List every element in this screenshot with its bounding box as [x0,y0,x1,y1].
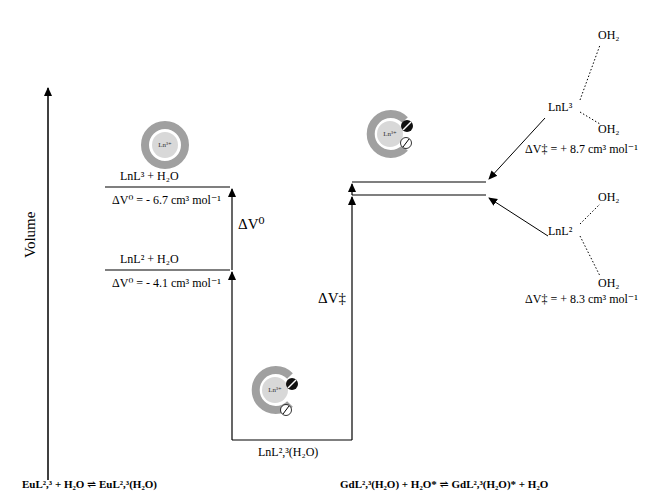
level-label: LnL³ + H₂O [120,169,179,183]
ion-label: Ln³⁺ [158,141,172,149]
ion-label: Ln³⁺ [268,386,282,394]
level-label: LnL² + H₂O [120,252,179,266]
complex-label: LnL² [548,224,572,238]
volume-change: ΔV⁰ = - 4.1 cm³ mol⁻¹ [112,276,221,290]
equation: GdL²,³(H₂O) + H₂O* ⇌ GdL²,³(H₂O)* + H₂O [340,478,548,491]
volume-change: ΔV‡ = + 8.7 cm³ mol⁻¹ [525,142,638,156]
water-label: OH₂ [598,190,620,204]
water-label: OH₂ [598,28,620,42]
level-label: LnL²,³(H₂O) [258,445,318,459]
equation: EuL²,³ + H₂O ⇌ EuL²,³(H₂O) [22,478,157,491]
axis-title: Volume [22,212,38,258]
volume-change: ΔV‡ = + 8.3 cm³ mol⁻¹ [525,292,638,306]
complex-label: LnL³ [548,100,572,114]
axis-label: ΔV‡ [318,290,346,306]
water-label: OH₂ [598,122,620,136]
water-label: OH₂ [598,276,620,290]
ion-label: Ln³⁺ [383,130,397,138]
volume-change: ΔV⁰ = - 6.7 cm³ mol⁻¹ [112,193,221,207]
axis-label: ΔV⁰ [238,216,265,232]
